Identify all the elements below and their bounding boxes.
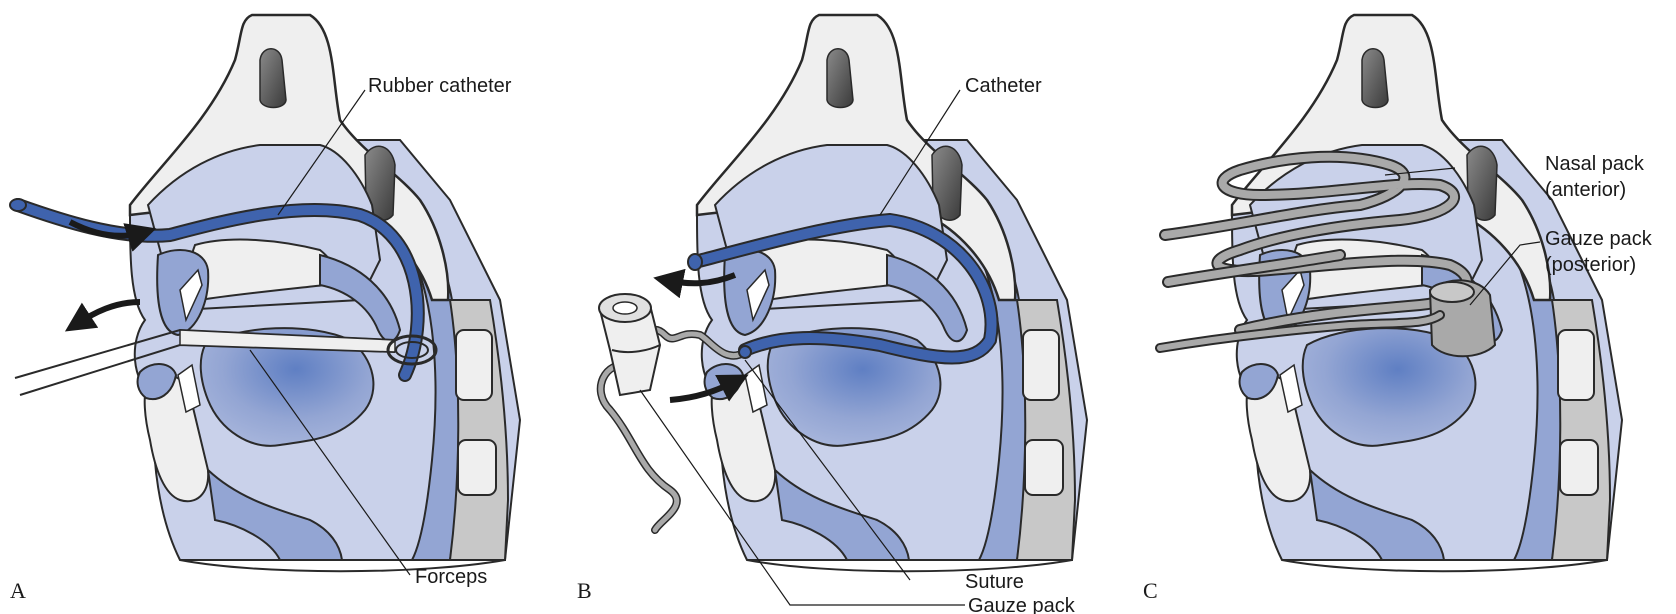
label-forceps: Forceps: [415, 566, 487, 588]
panel-a: Rubber catheter Forceps A: [10, 15, 520, 603]
label-gauze-pack: Gauze pack: [968, 595, 1076, 614]
panel-c: Nasal pack (anterior) Gauze pack (poster…: [1143, 15, 1653, 603]
catheter-tip: [10, 199, 26, 211]
label-rubber-catheter: Rubber catheter: [368, 75, 512, 97]
label-gauze-pack-sub: (posterior): [1545, 254, 1636, 276]
panel-letter-a: A: [10, 578, 26, 603]
panel-letter-b: B: [577, 578, 592, 603]
panel-letter-c: C: [1143, 578, 1158, 603]
label-nasal-pack-sub: (anterior): [1545, 179, 1626, 201]
label-nasal-pack: Nasal pack: [1545, 153, 1645, 175]
panel-b: Catheter Suture Gauze pack B: [577, 15, 1087, 614]
arrow-out: [75, 302, 140, 325]
label-gauze-pack: Gauze pack: [1545, 228, 1653, 250]
label-suture: Suture: [965, 571, 1024, 593]
suture-knot: [739, 346, 751, 358]
catheter-tip: [688, 254, 702, 270]
label-catheter: Catheter: [965, 75, 1042, 97]
gauze-pack: [599, 294, 660, 395]
